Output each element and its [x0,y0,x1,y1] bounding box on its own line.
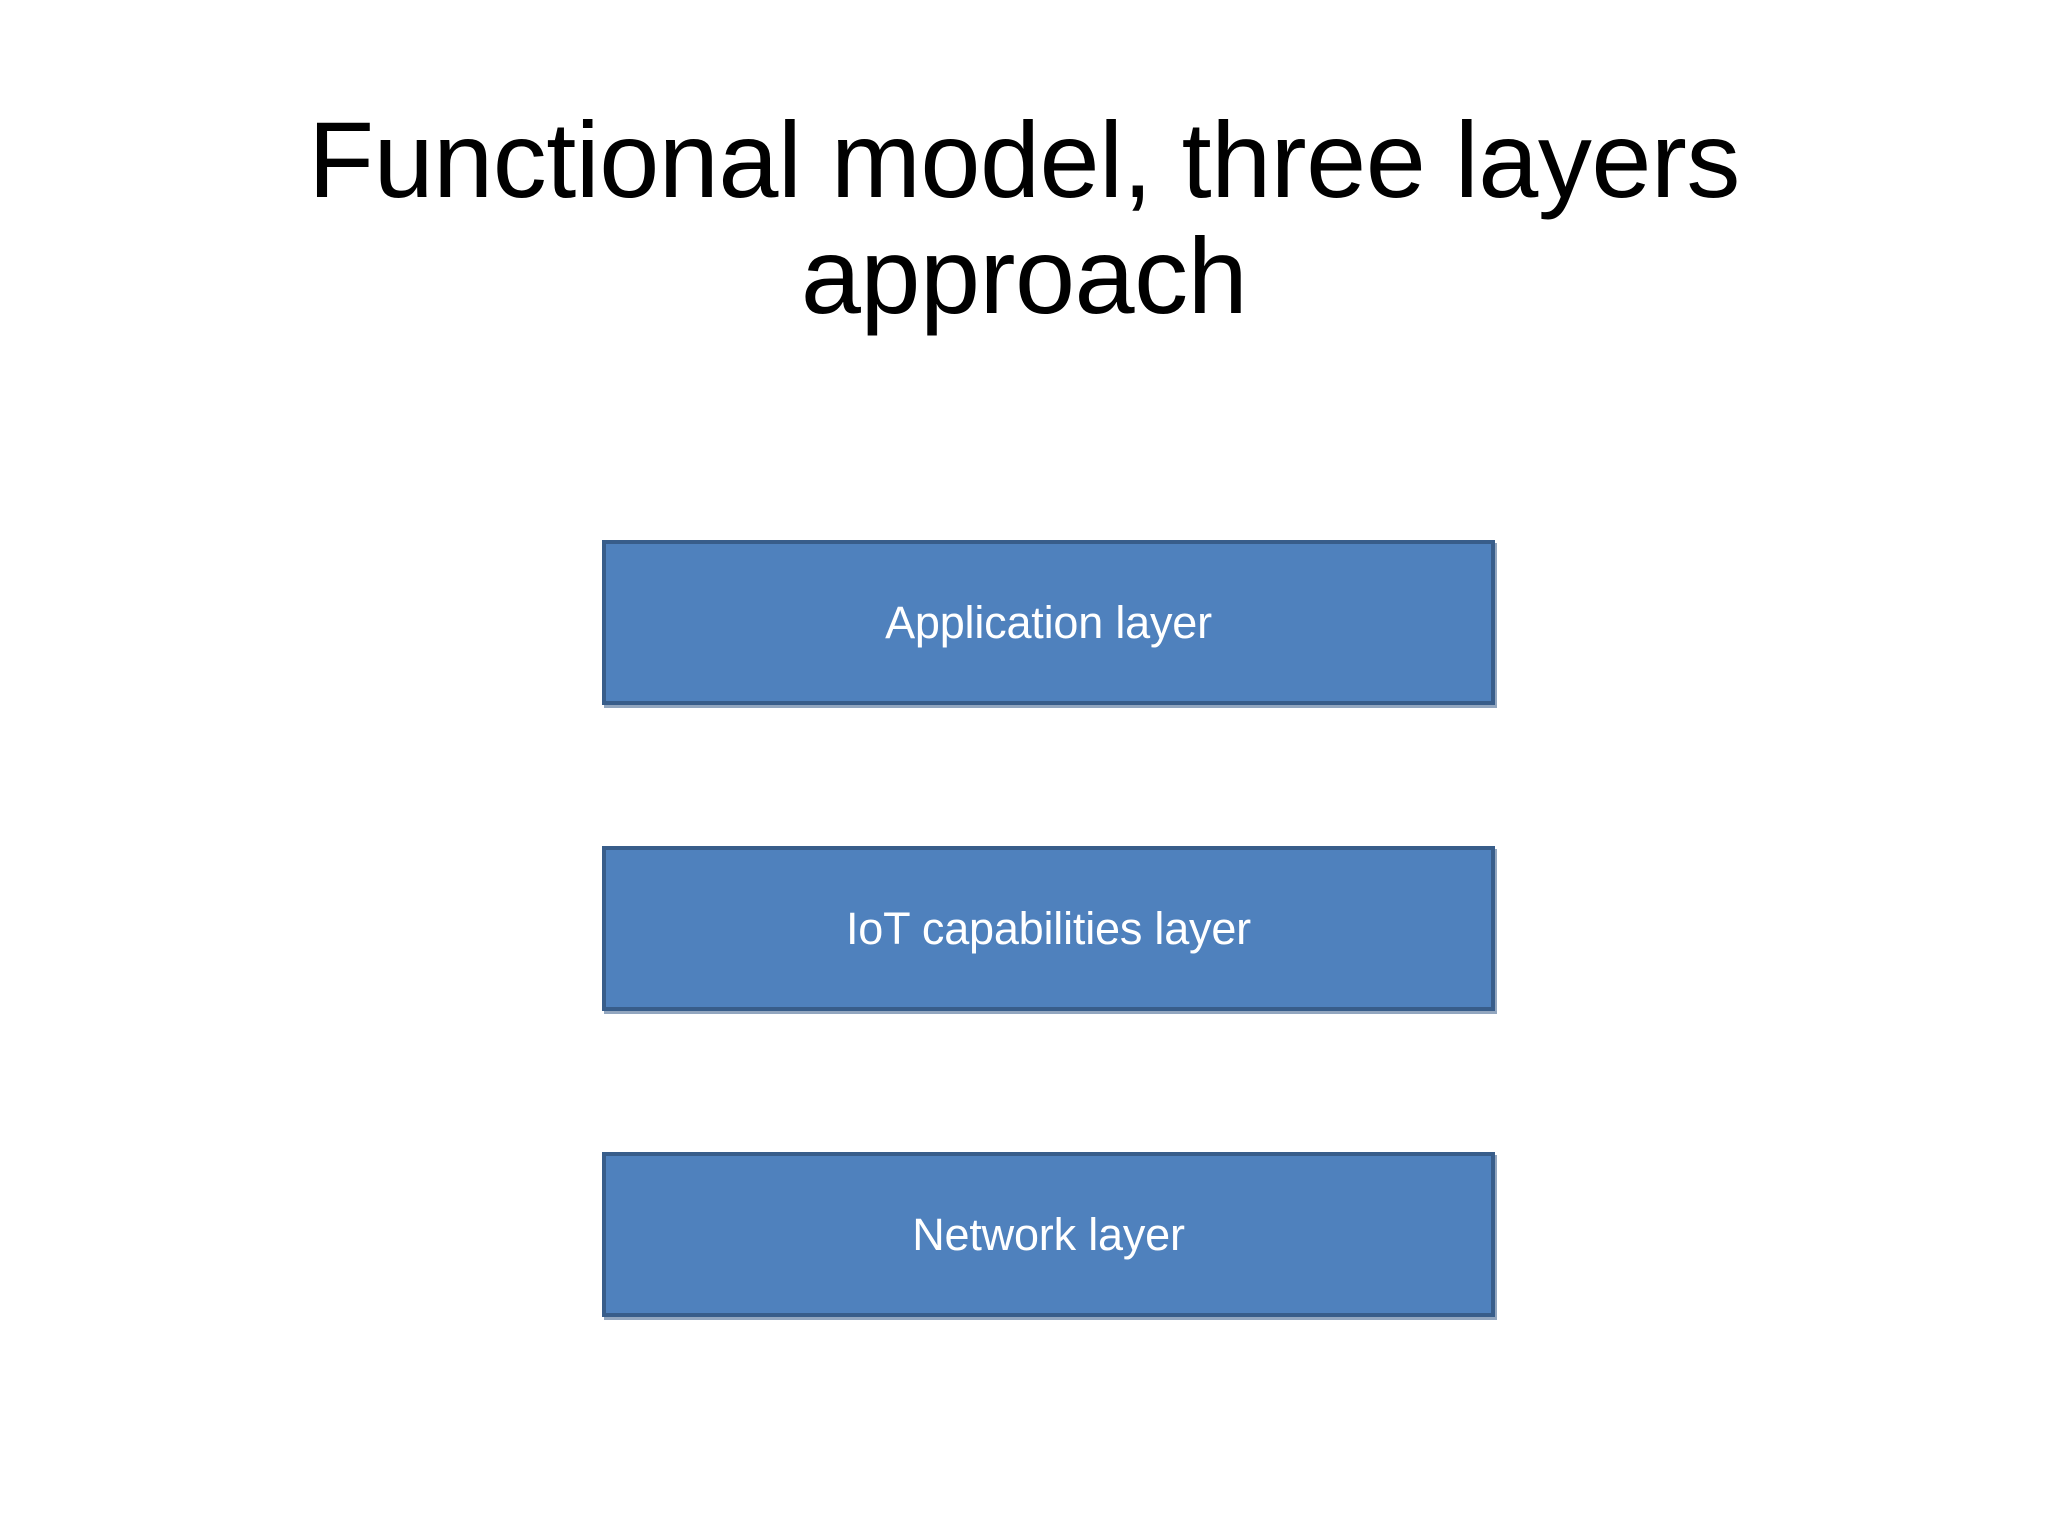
layer-box-label: IoT capabilities layer [846,903,1251,954]
layer-box-label: Application layer [885,597,1212,648]
layer-box-application[interactable]: Application layer [602,540,1495,705]
layer-stack-diagram: Application layer IoT capabilities layer… [602,540,1495,1317]
layer-box-iot-capabilities[interactable]: IoT capabilities layer [602,846,1495,1011]
layer-box-network[interactable]: Network layer [602,1152,1495,1317]
slide-title: Functional model, three layers approach [308,99,1770,336]
layer-box-label: Network layer [912,1209,1185,1260]
